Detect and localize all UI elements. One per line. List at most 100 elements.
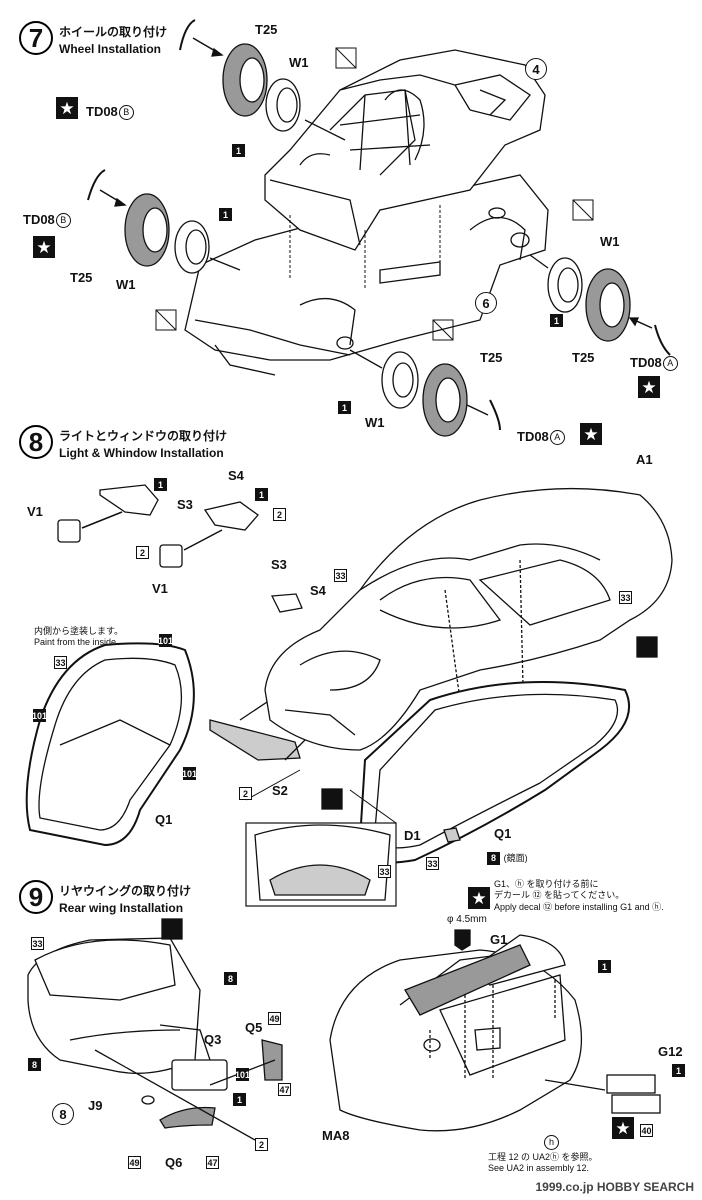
window-q1-left-drawing (25, 642, 195, 847)
label-s3: S3 (177, 497, 193, 512)
label-v1: V1 (27, 504, 43, 519)
step-7-title-en: Wheel Installation (59, 42, 162, 56)
label-g1: G1 (490, 932, 508, 947)
label-a1: A1 (636, 452, 653, 467)
label-d1: D1 (404, 828, 421, 843)
step-9-title-ja: リヤウイングの取り付け (59, 884, 192, 898)
part-1: 1 (255, 488, 268, 501)
car-body-a1-drawing (264, 487, 673, 771)
part-101: 101 (234, 1068, 251, 1081)
part-33: 33 (54, 656, 67, 669)
watermark-text: 1999.co.jp HOBBY SEARCH (535, 1180, 695, 1194)
see-ua2-note: 工程 12 の UA2ⓗ を参照。See UA2 in assembly 12. (488, 1152, 598, 1174)
label-v1: V1 (152, 581, 168, 596)
part-1: 1 (232, 144, 245, 157)
step-9-number: 9 (19, 880, 53, 914)
step-8-title-en: Light & Whindow Installation (59, 446, 224, 460)
part-4-callout: 4 (525, 58, 547, 80)
part-2: 2 (273, 508, 286, 521)
paint-icon-step9 (161, 918, 183, 940)
wheel-set-front-right (179, 19, 346, 141)
part-33: 33 (334, 569, 347, 582)
part-8: 8 (28, 1058, 41, 1071)
part-33: 33 (31, 937, 44, 950)
part-1: 1 (598, 960, 611, 973)
label-q6: Q6 (165, 1155, 183, 1170)
step-8-number: 8 (19, 425, 53, 459)
part-33: 33 (378, 865, 391, 878)
label-w1: W1 (289, 55, 309, 70)
detail-box-drawing (245, 769, 397, 907)
decal-star-icon: ★ (612, 1117, 634, 1139)
part-8-callout: 8 (52, 1103, 74, 1125)
part-1: 1 (233, 1093, 246, 1106)
label-t25: T25 (255, 22, 278, 37)
wheel-set-rear-left (349, 349, 501, 437)
decal-star-icon: ★ (468, 887, 490, 909)
wheel-set-rear-right (529, 254, 671, 356)
part-49: 49 (268, 1012, 281, 1025)
paint-inside-note: 内側から塗装します。Paint from the inside. (34, 626, 124, 648)
step-9-header: 9 リヤウイングの取り付け Rear wing Installation (19, 880, 191, 915)
label-j9: J9 (88, 1098, 103, 1113)
label-g12: G12 (658, 1044, 683, 1059)
part-101: 101 (157, 634, 174, 647)
part-2: 2 (239, 787, 252, 800)
mirror-finish-note: 8 (鏡面) (487, 849, 528, 865)
part-1: 1 (219, 208, 232, 221)
step-8-title-ja: ライトとウィンドウの取り付け (59, 429, 228, 443)
label-t25: T25 (70, 270, 93, 285)
step-7-number: 7 (19, 21, 53, 55)
paint-icons-step7 (155, 47, 594, 341)
part-33: 33 (426, 857, 439, 870)
label-s4: S4 (228, 468, 244, 483)
label-s3: S3 (271, 557, 287, 572)
part-101: 101 (181, 767, 198, 780)
paint-icons-step8 (321, 636, 658, 843)
label-w1: W1 (116, 277, 136, 292)
drill-size-label: φ 4.5mm (447, 914, 487, 925)
decal-before-g1-note: G1、ⓗ を取り付ける前にデカール ⑫ を貼ってください。Apply decal… (494, 879, 664, 912)
part-1: 1 (154, 478, 167, 491)
label-ma8: MA8 (322, 1128, 350, 1143)
label-q3: Q3 (204, 1032, 222, 1047)
label-w1: W1 (365, 415, 385, 430)
label-w1: W1 (600, 234, 620, 249)
wheel-set-front-left (87, 169, 241, 274)
label-t25: T25 (480, 350, 503, 365)
part-2: 2 (136, 546, 149, 559)
chassis-drawing (184, 174, 549, 376)
decal-star-icon: ★ (33, 236, 55, 258)
part-40: 40 (640, 1124, 653, 1137)
label-q1: Q1 (155, 812, 173, 827)
window-q1-right-drawing (358, 681, 630, 864)
step-7-title-ja: ホイールの取り付け (59, 25, 168, 39)
label-t25: T25 (572, 350, 595, 365)
part-h-callout: h (544, 1135, 559, 1150)
part-1: 1 (338, 401, 351, 414)
part-47: 47 (278, 1083, 291, 1096)
step-9-title-en: Rear wing Installation (59, 901, 184, 915)
label-q5: Q5 (245, 1020, 263, 1035)
step-8-header: 8 ライトとウィンドウの取り付け Light & Whindow Install… (19, 425, 227, 460)
label-q1: Q1 (494, 826, 512, 841)
decal-star-icon: ★ (638, 376, 660, 398)
decal-star-icon: ★ (56, 97, 78, 119)
part-47: 47 (206, 1156, 219, 1169)
label-s2: S2 (272, 783, 288, 798)
rear-body-left-drawing (27, 937, 283, 1141)
body-shell-drawing (264, 49, 546, 251)
part-1: 1 (550, 314, 563, 327)
part-8: 8 (224, 972, 237, 985)
part-1: 1 (672, 1064, 685, 1077)
part-101: 101 (31, 709, 48, 722)
rear-body-right-drawing (329, 929, 661, 1132)
decal-star-icon: ★ (580, 423, 602, 445)
part-6-callout: 6 (475, 292, 497, 314)
